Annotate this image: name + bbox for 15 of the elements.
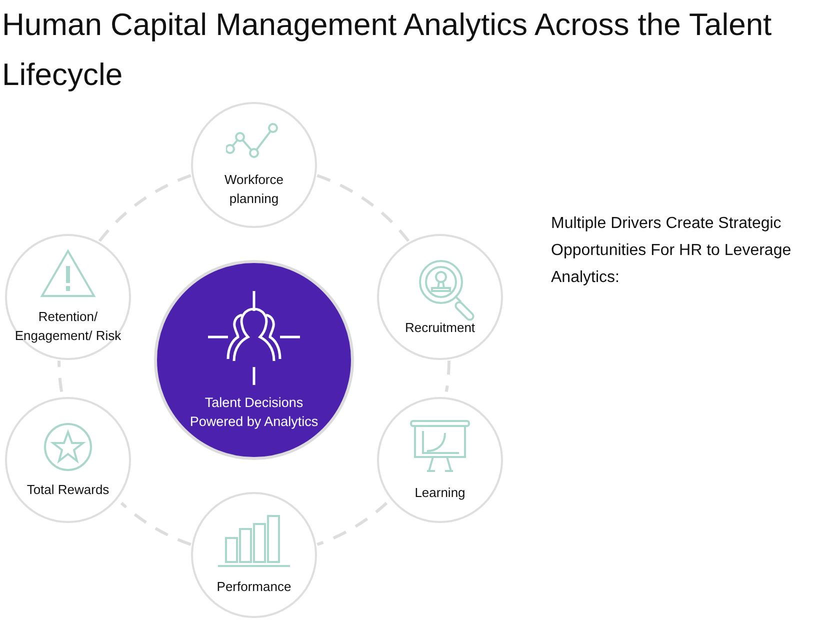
node-label: Talent Decisions Powered by Analytics [188,394,320,431]
dashed-connector [316,502,388,546]
dashed-connector [58,360,64,392]
dashed-connector [98,174,192,242]
dashed-connector [444,360,450,392]
node-label: Total Rewards [26,480,110,498]
side-note: Multiple Drivers Create Strategic Opportunities For HR to Leverage Analytics: [551,214,792,288]
node-label: Learning [414,484,466,502]
node-label: Recruitment [404,318,476,336]
node-label: Workforce planning [224,171,284,208]
dashed-connector [120,502,192,546]
title: Human Capital Management Analytics Across the Talent Lifecycle [2,6,773,94]
dashed-connector [316,174,410,242]
node-label: Performance [216,578,292,596]
node-label: Retention/ Engagement/ Risk [14,308,122,345]
